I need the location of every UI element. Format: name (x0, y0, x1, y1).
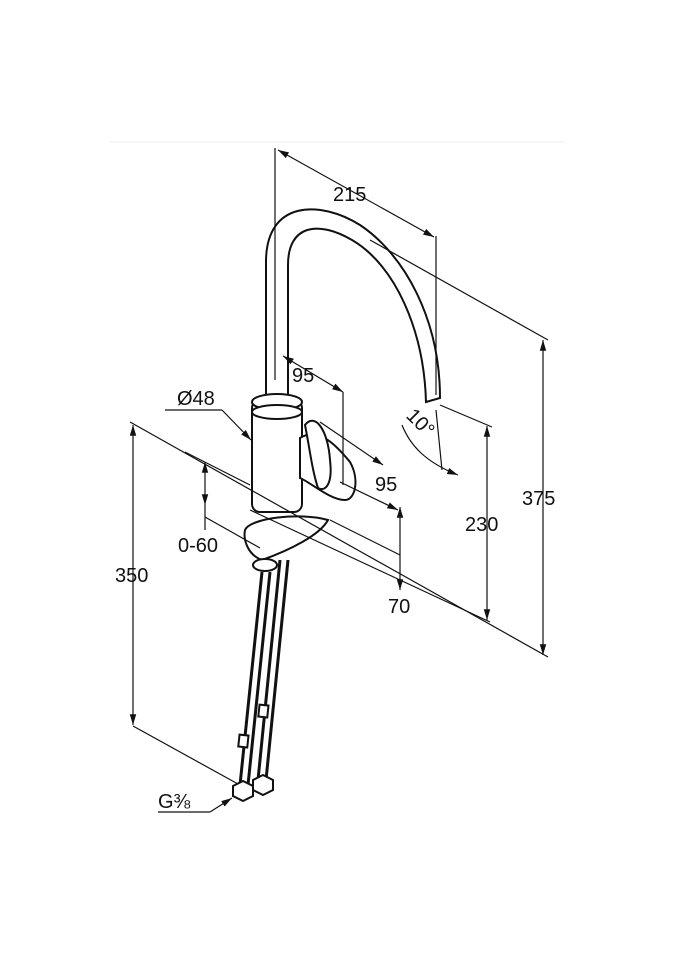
label-total-height: 375 (522, 488, 555, 510)
dimension-lines (129, 148, 549, 813)
faucet-body (251, 393, 303, 513)
label-outlet-height: 230 (465, 514, 498, 536)
supply-hoses (232, 559, 290, 803)
label-handle-offset-top: 95 (292, 365, 314, 387)
hose-nut-left (232, 779, 254, 803)
label-mounting-thickness: 0-60 (178, 535, 218, 557)
label-handle-offset-right: 95 (375, 474, 397, 496)
label-base-height: 70 (388, 596, 410, 618)
label-connection-thread: G⅜ (158, 791, 191, 813)
label-body-diameter: Ø48 (177, 388, 215, 410)
mounting-base (243, 515, 330, 572)
faucet-handle (299, 419, 357, 502)
label-hose-length: 350 (115, 565, 148, 587)
label-reach: 215 (333, 184, 366, 206)
hose-nut-right (252, 773, 274, 797)
